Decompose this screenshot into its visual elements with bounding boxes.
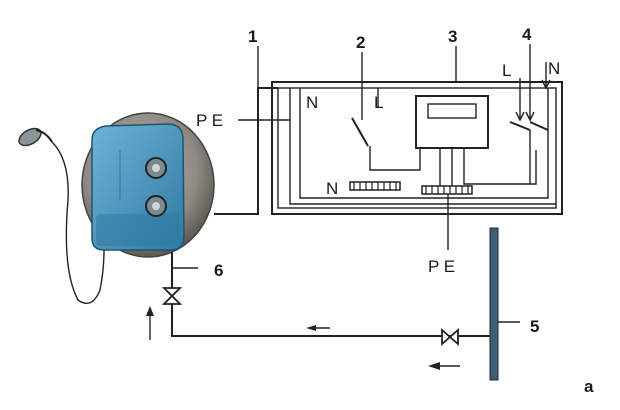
callout-4: 4 [522,25,532,44]
controller-display [427,103,477,119]
supply-cable [214,87,278,215]
water-heater [81,112,215,258]
callout-2: 2 [356,33,365,52]
cold-water-line [171,252,490,337]
flow-arrow-icon [146,306,154,340]
water-main-pipe [489,227,499,381]
label-n-top: N [306,93,318,112]
label-pe-bottom: P E [428,257,455,276]
label-n-breaker: N [548,59,560,78]
figure-letter: a [584,377,594,396]
label-l-breaker: L [502,61,511,80]
heater-panel-shade [96,214,180,246]
callout-5: 5 [530,317,539,336]
neutral-busbar [349,181,401,191]
valve-icon [441,328,459,346]
shower-hose [51,141,105,304]
control-box [271,81,563,215]
callout-1: 1 [248,27,257,46]
flow-arrow-icon [428,362,460,370]
shower-head-icon [18,127,53,147]
pe-conductor [289,88,556,205]
label-pe-left: P E [196,111,223,130]
label-l-switch: L [374,93,383,112]
controller-unit [415,95,537,190]
neutral-conductor [299,88,549,199]
flow-arrow-icon [306,325,330,331]
valve-icon [161,287,183,305]
label-n-busbar: N [326,179,338,198]
callout-3: 3 [448,27,457,46]
pe-busbar [421,185,473,250]
circuit-breaker [509,60,551,184]
phase-switch [351,60,421,171]
callout-6: 6 [214,261,223,280]
